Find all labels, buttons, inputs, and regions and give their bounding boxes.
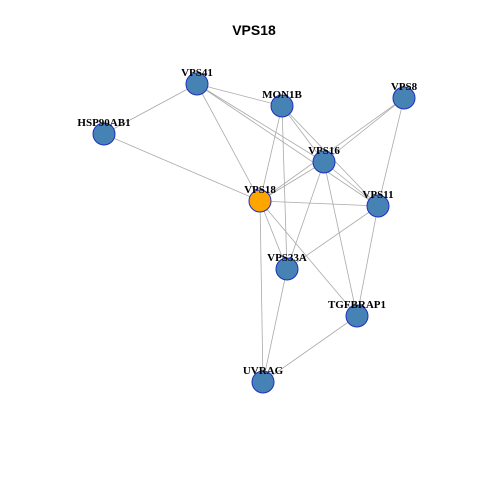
edge-vps41-hsp90ab1 xyxy=(103,83,198,135)
node-label-hsp90ab1: HSP90AB1 xyxy=(77,117,130,129)
node-label-vps18: VPS18 xyxy=(244,184,276,196)
node-label-mon1b: MON1B xyxy=(262,89,302,101)
node-label-vps11: VPS11 xyxy=(362,189,393,201)
edge-vps41-vps16 xyxy=(196,83,325,163)
node-label-uvrag: UVRAG xyxy=(243,365,284,377)
node-vps18[interactable] xyxy=(248,189,272,213)
edge-vps18-tgfbrap1 xyxy=(259,200,358,317)
edge-vps16-tgfbrap1 xyxy=(323,161,358,317)
node-label-tgfbrap1: TGFBRAP1 xyxy=(328,299,386,311)
edge-vps18-vps11 xyxy=(259,200,379,207)
node-vps41[interactable] xyxy=(185,72,209,96)
edge-mon1b-vps18 xyxy=(259,105,283,202)
edge-mon1b-vps16 xyxy=(281,105,325,163)
edge-vps16-vps11 xyxy=(323,161,379,207)
edge-vps11-vps33a xyxy=(286,205,379,270)
edge-vps18-vps33a xyxy=(259,200,288,270)
edge-vps16-vps18 xyxy=(259,161,325,202)
node-label-vps33a: VPS33A xyxy=(267,252,307,264)
edge-vps33a-uvrag xyxy=(262,268,288,383)
edge-vps18-uvrag xyxy=(259,200,264,383)
node-layer xyxy=(92,72,416,394)
edge-vps8-vps18 xyxy=(259,97,405,202)
edge-hsp90ab1-vps18 xyxy=(103,133,261,202)
graph-title: VPS18 xyxy=(232,22,276,38)
node-vps8[interactable] xyxy=(392,86,416,110)
node-vps33a[interactable] xyxy=(275,257,299,281)
node-mon1b[interactable] xyxy=(270,94,294,118)
edge-vps41-vps18 xyxy=(196,83,261,202)
node-vps11[interactable] xyxy=(366,194,390,218)
node-vps16[interactable] xyxy=(312,150,336,174)
edge-vps41-vps11 xyxy=(196,83,379,207)
edge-vps11-tgfbrap1 xyxy=(356,205,379,317)
node-tgfbrap1[interactable] xyxy=(345,304,369,328)
edge-tgfbrap1-uvrag xyxy=(262,315,358,383)
node-label-vps8: VPS8 xyxy=(391,81,418,93)
node-label-vps41: VPS41 xyxy=(181,67,213,79)
edge-vps16-vps33a xyxy=(286,161,325,270)
edge-mon1b-vps33a xyxy=(281,105,288,270)
node-uvrag[interactable] xyxy=(251,370,275,394)
node-hsp90ab1[interactable] xyxy=(92,122,116,146)
edge-layer xyxy=(103,83,405,383)
edge-vps8-vps16 xyxy=(323,97,405,163)
edge-vps41-mon1b xyxy=(196,83,283,107)
edge-vps8-vps11 xyxy=(377,97,405,207)
node-label-vps16: VPS16 xyxy=(308,145,340,157)
